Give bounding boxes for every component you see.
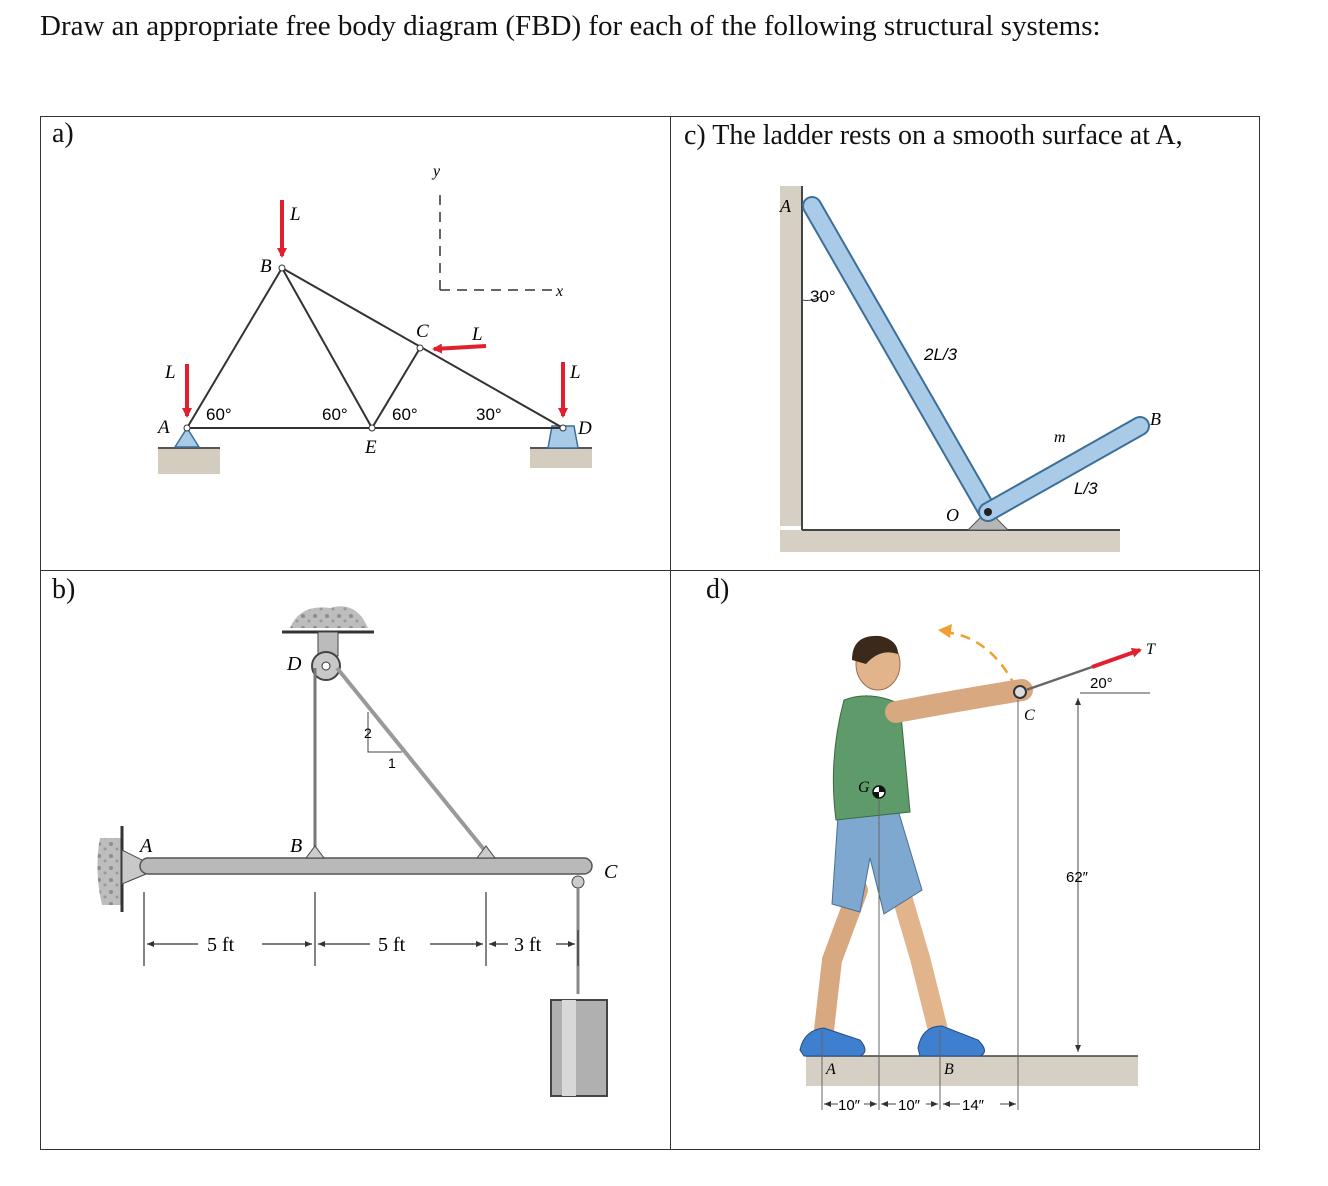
cable-diagonal [335, 666, 488, 854]
point-label-g: G [858, 779, 870, 796]
handle-c [1013, 685, 1027, 699]
wall-rock [97, 838, 122, 905]
load-label-c: L [471, 324, 483, 345]
cable-rope [1025, 665, 1093, 692]
person-cable-diagram: 10″ 10″ 14″ 62″ 20° A B C G T [799, 624, 1156, 1114]
grid-divider-vertical [670, 116, 671, 1150]
point-label-c-beam: C [604, 861, 618, 883]
hanging-weight [550, 999, 608, 1097]
ladder-diagram: 30° 2L/3 L/3 A B O m [779, 186, 1161, 552]
panel-d-label: d) [706, 574, 730, 605]
ladder-leg-ob [980, 418, 1148, 520]
height-label-62in: 62″ [1066, 869, 1089, 886]
angle-label-20: 20° [1090, 675, 1113, 692]
force-label-t: T [1146, 641, 1156, 658]
leg-back [814, 880, 868, 1040]
point-label-b-beam: B [290, 835, 302, 857]
grid-divider-horizontal [40, 570, 1260, 571]
arm [885, 679, 1033, 723]
slope-label-2: 2 [364, 725, 372, 741]
ceiling-rock [290, 606, 368, 628]
floor-surface [780, 530, 1120, 552]
point-label-b-ladder: B [1150, 409, 1161, 429]
ladder-leg-ao [804, 198, 996, 520]
load-arrow-c [432, 343, 487, 354]
truss-diagram: L L L L A B C D E y x 60° 60° 60° 30° [156, 163, 592, 474]
wall-surface [780, 186, 802, 526]
panel-a-label: a) [52, 118, 74, 149]
ground-pad-a [158, 448, 220, 474]
dimension-14in: 14″ [962, 1097, 985, 1114]
truss-members [186, 267, 564, 429]
length-label-l3: L/3 [1074, 479, 1098, 498]
slope-label-1: 1 [388, 755, 396, 771]
roller-support-d [547, 425, 579, 449]
point-label-b-foot: B [944, 1061, 954, 1078]
point-label-o: O [946, 505, 959, 525]
leg-front [890, 880, 948, 1040]
pin-support-a [173, 426, 201, 448]
instruction-text: Draw an appropriate free body diagram (F… [40, 10, 1101, 42]
angle-label-1: 60° [206, 405, 232, 424]
axis-label-y: y [431, 163, 441, 180]
point-label-d-pulley: D [286, 653, 302, 675]
angle-label-2: 60° [322, 405, 348, 424]
beam-ac [139, 857, 593, 875]
point-label-a: A [156, 417, 170, 438]
angle-label-30: 30° [810, 287, 836, 306]
shorts [831, 809, 923, 915]
mass-label-m: m [1054, 429, 1066, 446]
load-label-d: L [569, 362, 581, 383]
angle-label-4: 30° [476, 405, 502, 424]
panel-grid [40, 116, 1260, 1150]
point-label-a-foot: A [825, 1061, 836, 1078]
point-label-e: E [364, 437, 377, 458]
shoe-back [799, 1027, 866, 1057]
point-label-c: C [416, 321, 429, 342]
swing-path [943, 630, 1018, 689]
point-label-a-beam: A [138, 835, 153, 857]
point-label-a-ladder: A [779, 196, 792, 216]
dimension-5ft-2: 5 ft [378, 934, 406, 956]
beam-pulley-diagram: 2 1 5 ft 5 ft 3 ft A [97, 606, 618, 1097]
angle-label-3: 60° [392, 405, 418, 424]
panel-b-label: b) [52, 574, 76, 605]
load-label-a: L [164, 362, 176, 383]
panel-c-title: c) The ladder rests on a smooth surface … [684, 120, 1183, 151]
ground-pad-d [530, 448, 592, 468]
tension-arrow [1091, 647, 1142, 669]
length-label-2l3: 2L/3 [923, 345, 958, 364]
point-label-c-handle: C [1024, 707, 1035, 724]
dimension-10in-1: 10″ [838, 1097, 861, 1114]
pivot-o [984, 508, 992, 516]
shoe-front [917, 1025, 985, 1057]
shirt [832, 695, 911, 821]
dimension-3ft: 3 ft [514, 934, 542, 956]
coordinate-axes [439, 188, 555, 291]
axis-label-x: x [555, 283, 563, 300]
point-label-d: D [577, 418, 592, 439]
ground-surface [806, 1056, 1138, 1086]
dimension-5ft-1: 5 ft [207, 934, 235, 956]
point-label-b: B [260, 256, 272, 277]
dimension-10in-2: 10″ [898, 1097, 921, 1114]
load-label-b: L [289, 204, 301, 225]
